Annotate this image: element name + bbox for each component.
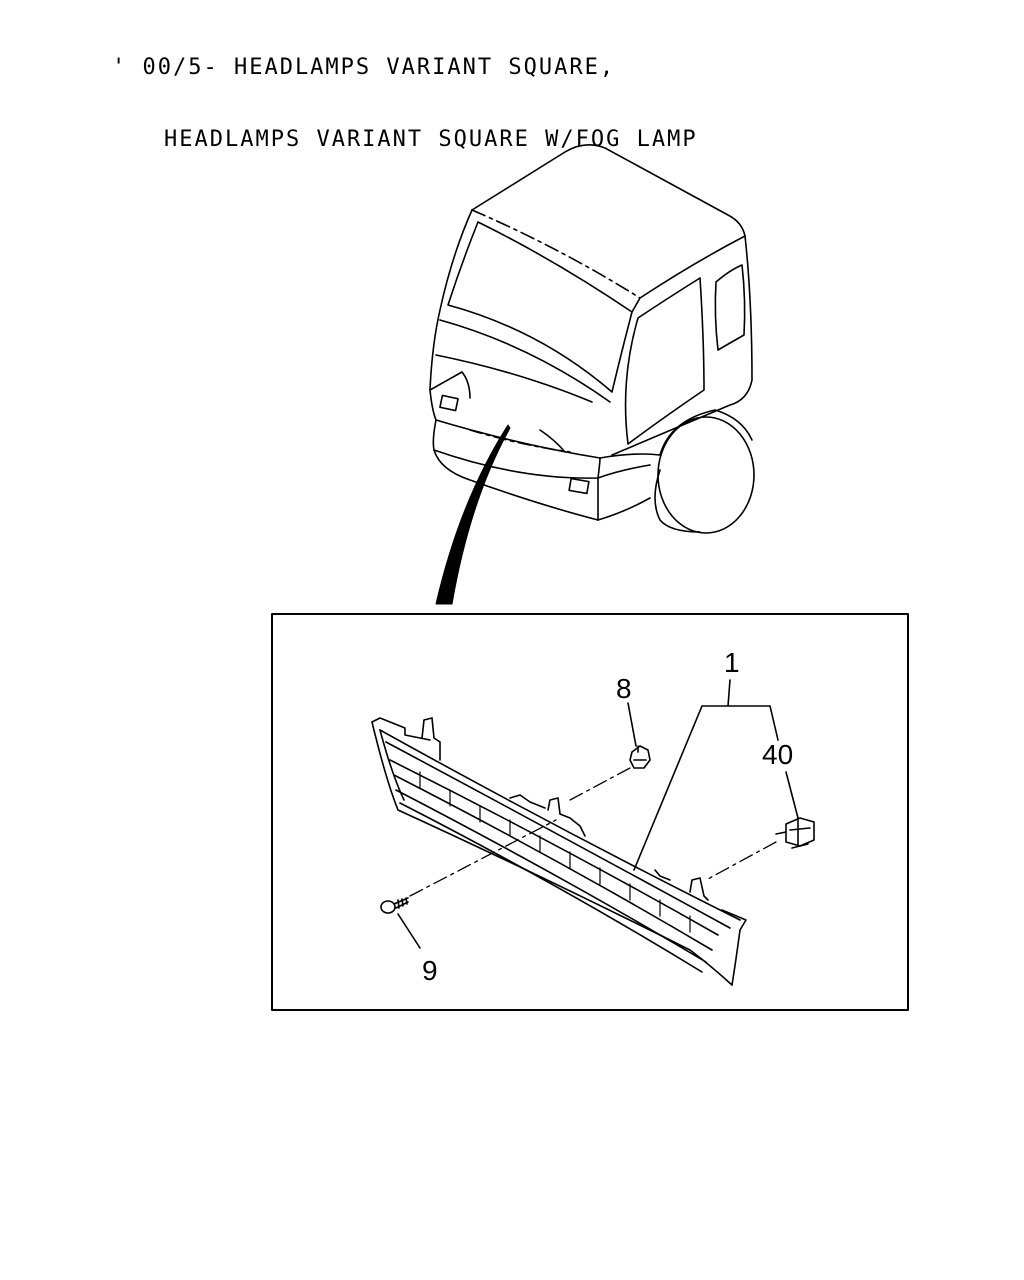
- clip-part-8: [629, 745, 651, 769]
- title-line-2: HEADLAMPS VARIANT SQUARE W/FOG LAMP: [164, 127, 698, 152]
- callout-9: 9: [422, 955, 438, 986]
- assembly-line-screw: [409, 819, 557, 897]
- callout-40: 40: [762, 739, 793, 770]
- front-grille: [371, 717, 747, 986]
- assembly-line-bracket: [705, 841, 777, 881]
- callout-8: 8: [616, 673, 632, 704]
- leader-1: [633, 679, 779, 871]
- leader-8: [627, 702, 637, 747]
- callout-1: 1: [724, 647, 740, 678]
- leader-9: [397, 913, 421, 949]
- leader-40: [785, 771, 799, 819]
- bracket-part-40: [775, 817, 815, 849]
- screw-part-9: [380, 897, 409, 914]
- detail-frame: [271, 613, 909, 1011]
- diagram-title: ' 00/5- HEADLAMPS VARIANT SQUARE, HEADLA…: [112, 8, 698, 176]
- truck-cab-illustration: [429, 144, 755, 534]
- detail-pointer: [435, 424, 511, 605]
- title-line-1: ' 00/5- HEADLAMPS VARIANT SQUARE,: [112, 55, 616, 80]
- assembly-line-clip: [569, 767, 631, 801]
